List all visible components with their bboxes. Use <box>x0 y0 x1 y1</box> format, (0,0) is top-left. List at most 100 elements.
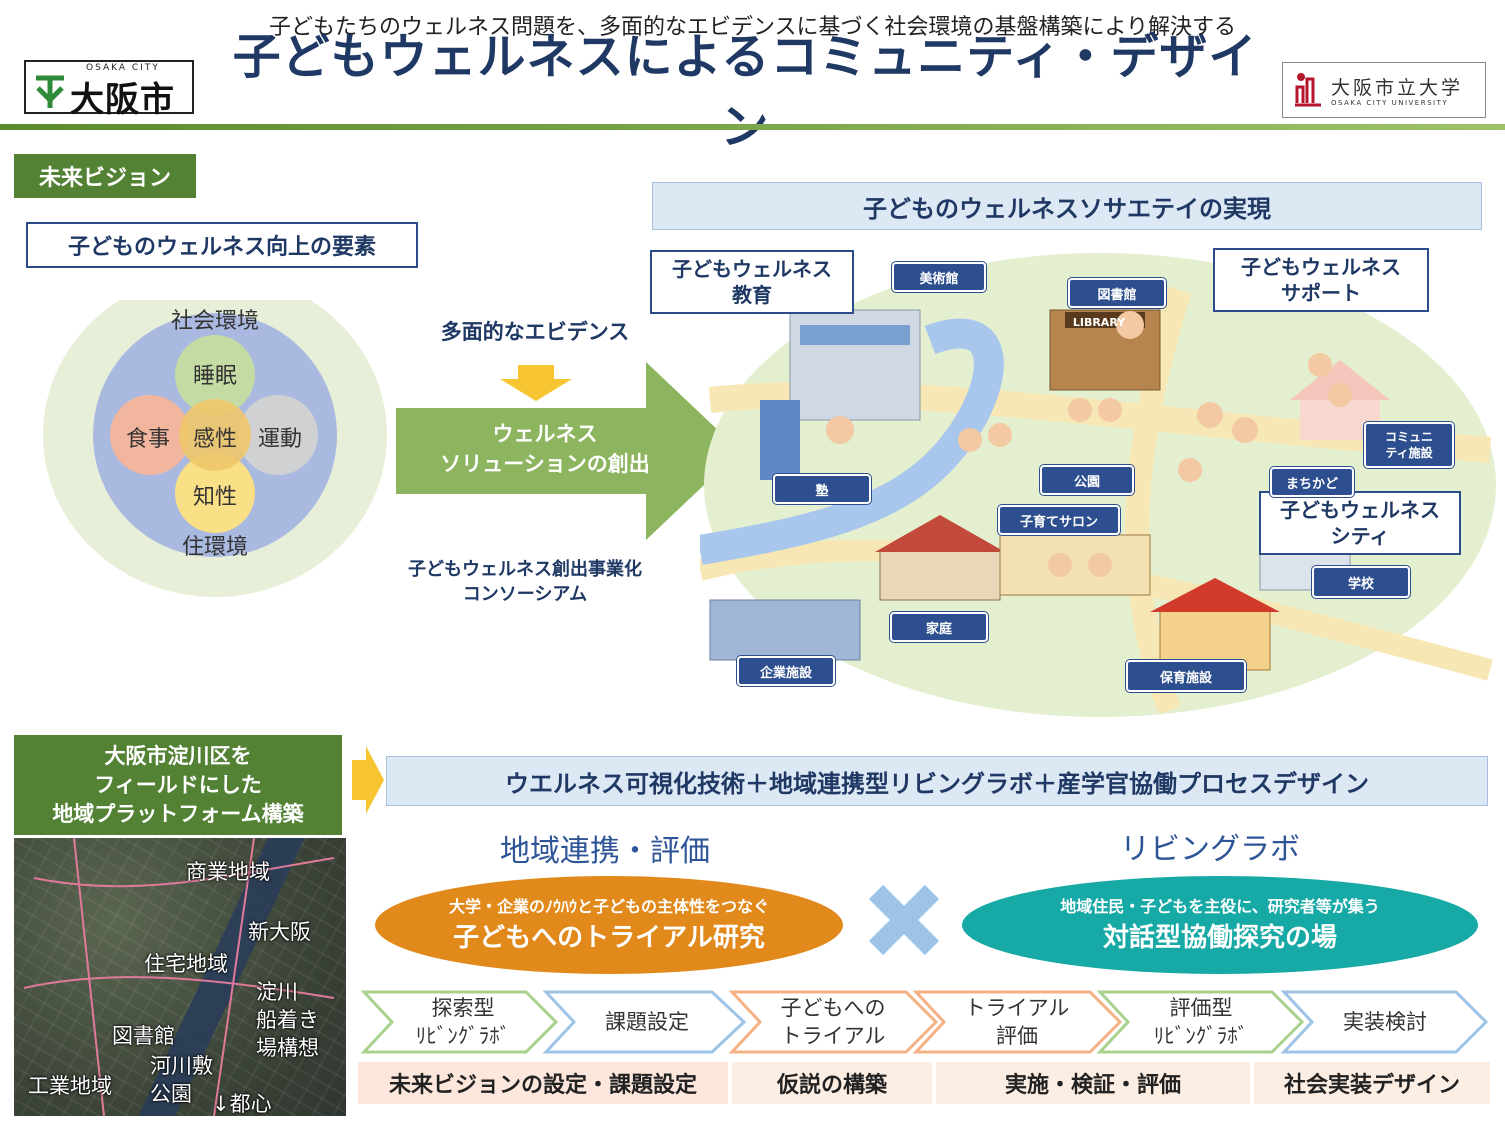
city-line1: 子どもウェルネス <box>1280 498 1440 522</box>
solution-arrow-text: ウェルネス ソリューションの創出 <box>400 414 690 484</box>
osaka-city-university-logo: 大阪市立大学 OSAKA CITY UNIVERSITY <box>1282 62 1486 118</box>
step4-line1: トライアル <box>964 996 1070 1020</box>
phase-verification: 実施・検証・評価 <box>936 1062 1250 1104</box>
vision-label: 未来ビジョン <box>14 154 196 198</box>
field-map: 商業地域 新大阪 住宅地域 淀川 船着き 場構想 図書館 河川敷 公園 工業地域… <box>14 838 346 1116</box>
dialogue-space-oval: 地域住民・子どもを主役に、研究者等が集う 対話型協働探究の場 <box>962 876 1478 974</box>
map-label-yodogawa: 淀川 <box>256 980 298 1004</box>
wellness-society-title: 子どものウェルネスソサエテイの実現 <box>652 182 1482 230</box>
step3-line1: 子どもへの <box>780 996 886 1020</box>
tag-park: 公園 <box>1040 465 1134 495</box>
library-sign: LIBRARY <box>1072 315 1126 329</box>
trial-research-small: 大学・企業のﾉｳﾊｳと子どもの主体性をつなぐ <box>448 897 769 916</box>
tag-home: 家庭 <box>890 612 988 642</box>
step5-line1: 評価型 <box>1169 996 1233 1020</box>
map-route-lines <box>23 838 335 1116</box>
map-label-industrial: 工業地域 <box>28 1074 112 1098</box>
university-emblem-icon <box>1295 73 1321 107</box>
step4-line2: 評価 <box>996 1024 1038 1048</box>
tag-parenting-salon: 子育てサロン <box>998 505 1120 535</box>
map-label-funatsuki: 船着き <box>256 1008 319 1032</box>
map-label-commercial: 商業地域 <box>186 860 270 884</box>
solution-line2: ソリューションの創出 <box>440 452 650 476</box>
element-sense: 感性 <box>192 427 237 452</box>
tag-community-facility: コミュニティ施設 <box>1364 422 1454 468</box>
element-diet: 食事 <box>125 427 170 452</box>
trial-research-big: 子どもへのトライアル研究 <box>453 923 765 953</box>
wellness-education-box: 子どもウェルネス 教育 <box>650 250 854 314</box>
element-exercise: 運動 <box>257 427 302 452</box>
tag-cram-school: 塾 <box>773 474 871 504</box>
univ-logo-small-text: OSAKA CITY UNIVERSITY <box>1331 99 1449 107</box>
univ-logo-text: 大阪市立大学 <box>1331 77 1464 99</box>
right-arrow-icon <box>352 746 384 814</box>
step-implementation-review: 実装検討 <box>1310 994 1460 1050</box>
evidence-label: 多面的なエビデンス <box>440 320 630 344</box>
field-line2: フィールドにした <box>94 772 262 797</box>
down-arrow-icon <box>500 365 572 401</box>
solution-line1: ウェルネス <box>492 422 598 446</box>
city-emblem-icon <box>36 75 64 108</box>
header-divider <box>0 124 1505 130</box>
education-line2: 教育 <box>732 283 772 307</box>
consortium-line1: 子どもウェルネス創出事業化 <box>408 559 642 580</box>
outer-label-housing: 住環境 <box>181 535 248 560</box>
step6-line1: 実装検討 <box>1343 1010 1427 1034</box>
header-subtitle: 子どもたちのウェルネス問題を、多面的なエビデンスに基づく社会環境の基盤構築により… <box>268 15 1237 40</box>
tag-community-text: コミュニティ施設 <box>1384 430 1433 460</box>
consortium-label: 子どもウェルネス創出事業化 コンソーシアム <box>370 556 680 608</box>
wellness-support-box: 子どもウェルネス サポート <box>1213 248 1429 312</box>
regional-evaluation-heading: 地域連携・評価 <box>500 834 710 869</box>
tag-museum: 美術館 <box>892 262 986 292</box>
solution-arrow <box>396 362 740 540</box>
phase-vision-setting: 未来ビジョンの設定・課題設定 <box>358 1062 728 1104</box>
support-line1: 子どもウェルネス <box>1241 255 1401 279</box>
map-label-koen: 公園 <box>150 1082 192 1106</box>
field-label: 大阪市淀川区を フィールドにした 地域プラットフォーム構築 <box>14 735 342 835</box>
city-logo-text: 大阪市 <box>70 80 175 120</box>
field-line1: 大阪市淀川区を <box>104 743 252 768</box>
element-intellect: 知性 <box>192 485 237 510</box>
step-trial-evaluation: トライアル 評価 <box>942 994 1092 1050</box>
living-lab-heading: リビングラボ <box>1120 832 1300 867</box>
map-label-kasenjiki: 河川敷 <box>150 1054 213 1078</box>
phase-hypothesis: 仮説の構築 <box>732 1062 932 1104</box>
support-line2: サポート <box>1281 281 1361 305</box>
map-label-toshin: ↓都心 <box>212 1092 272 1116</box>
step-issue-setting: 課題設定 <box>572 994 722 1050</box>
step-evaluative-living-lab: 評価型 ﾘﾋﾞﾝｸﾞﾗﾎﾞ <box>1126 994 1276 1050</box>
step2-line1: 課題設定 <box>605 1010 689 1034</box>
step5-line2: ﾘﾋﾞﾝｸﾞﾗﾎﾞ <box>1153 1024 1249 1048</box>
cross-icon <box>868 884 940 956</box>
field-line3: 地域プラットフォーム構築 <box>52 801 304 826</box>
city-line2: シティ <box>1330 524 1390 548</box>
step1-line2: ﾘﾋﾞﾝｸﾞﾗﾎﾞ <box>415 1024 511 1048</box>
process-flow: 探索型 ﾘﾋﾞﾝｸﾞﾗﾎﾞ 課題設定 子どもへの トライアル トライアル 評価 … <box>360 988 1490 1056</box>
wellness-elements-title: 子どものウェルネス向上の要素 <box>26 222 418 268</box>
map-label-ba-koso: 場構想 <box>256 1036 319 1060</box>
wellness-city-box: 子どもウェルネス シティ <box>1259 491 1461 555</box>
process-chevrons <box>360 990 1489 1054</box>
step1-line1: 探索型 <box>431 996 495 1020</box>
map-label-shin-osaka: 新大阪 <box>248 920 311 944</box>
tag-machikado: まちかど <box>1270 467 1354 497</box>
map-label-library: 図書館 <box>112 1024 175 1048</box>
phase-social-implementation: 社会実装デザイン <box>1254 1062 1490 1104</box>
trial-research-oval: 大学・企業のﾉｳﾊｳと子どもの主体性をつなぐ 子どもへのトライアル研究 <box>375 876 843 974</box>
step3-line2: トライアル <box>780 1024 886 1048</box>
step-exploratory-living-lab: 探索型 ﾘﾋﾞﾝｸﾞﾗﾎﾞ <box>388 994 538 1050</box>
tag-company-facility: 企業施設 <box>737 656 835 686</box>
education-line1: 子どもウェルネス <box>672 257 832 281</box>
tag-school: 学校 <box>1312 566 1410 598</box>
tag-library: 図書館 <box>1068 278 1166 308</box>
dialogue-space-small: 地域住民・子どもを主役に、研究者等が集う <box>1060 897 1380 916</box>
map-label-residential: 住宅地域 <box>144 952 228 976</box>
step-trial-for-children: 子どもへの トライアル <box>758 994 908 1050</box>
consortium-line2: コンソーシアム <box>462 584 588 605</box>
city-logo-small-text: OSAKA CITY <box>86 63 160 73</box>
element-sleep: 睡眠 <box>192 364 237 389</box>
platform-title: ウエルネス可視化技術＋地域連携型リビングラボ＋産学官協働プロセスデザイン <box>386 756 1488 806</box>
dialogue-space-big: 対話型協働探究の場 <box>1102 923 1337 953</box>
page-title: 子どもウェルネスによるコミュニティ・デザイン <box>232 29 1258 155</box>
outer-label-social: 社会環境 <box>170 309 259 334</box>
